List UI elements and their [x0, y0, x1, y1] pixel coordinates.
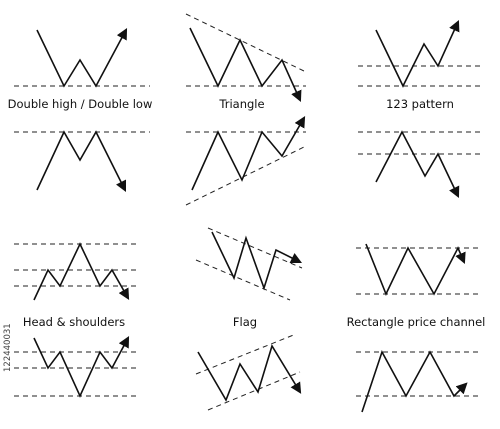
- flag-bullish-price-line: [211, 231, 303, 291]
- double-top-price-line: [36, 28, 128, 88]
- label-head-shoulders: Head & shoulders: [23, 315, 125, 329]
- label-double-high-low: Double high / Double low: [8, 97, 153, 111]
- flag-bull-upper-line: [207, 227, 303, 269]
- double-top-pattern: [14, 28, 150, 88]
- rect-top-price-line: [365, 243, 466, 296]
- label-123-pattern: 123 pattern: [386, 97, 454, 111]
- hs-inverse-price-line: [33, 336, 130, 398]
- pattern-123-bearish: [358, 130, 480, 199]
- flag-bearish-price-line: [197, 344, 302, 402]
- triangle-bottom-trendline: [185, 145, 307, 206]
- triangle-descending-pattern: [185, 13, 307, 103]
- triangle-descending-price-line: [189, 27, 302, 103]
- flag-bear-upper-line: [195, 333, 297, 375]
- pattern-123-bearish-price-line: [375, 130, 460, 199]
- flag-bear-lower-line: [207, 371, 301, 411]
- head-shoulders-inverse-pattern: [14, 336, 140, 398]
- pattern-123-bullish-price-line: [375, 19, 460, 88]
- hs-top-price-line: [33, 242, 130, 301]
- triangle-ascending-pattern: [185, 116, 307, 206]
- rect-bottom-price-line: [361, 350, 468, 413]
- head-shoulders-top-pattern: [14, 242, 140, 301]
- double-bottom-pattern: [14, 130, 150, 193]
- pattern-123-bullish: [358, 19, 480, 88]
- triangle-top-trendline: [185, 13, 307, 73]
- label-flag: Flag: [233, 315, 257, 329]
- rectangle-bottom-pattern: [356, 350, 480, 413]
- flag-bullish-pattern: [195, 227, 303, 301]
- rectangle-top-pattern: [356, 243, 480, 296]
- stock-id-text: 122440031: [3, 323, 13, 372]
- flag-bull-lower-line: [195, 259, 291, 301]
- triangle-ascending-price-line: [191, 116, 306, 191]
- flag-bearish-pattern: [195, 333, 302, 411]
- label-rectangle-price-channel: Rectangle price channel: [347, 315, 486, 329]
- label-triangle: Triangle: [218, 97, 264, 111]
- double-bottom-price-line: [36, 130, 127, 193]
